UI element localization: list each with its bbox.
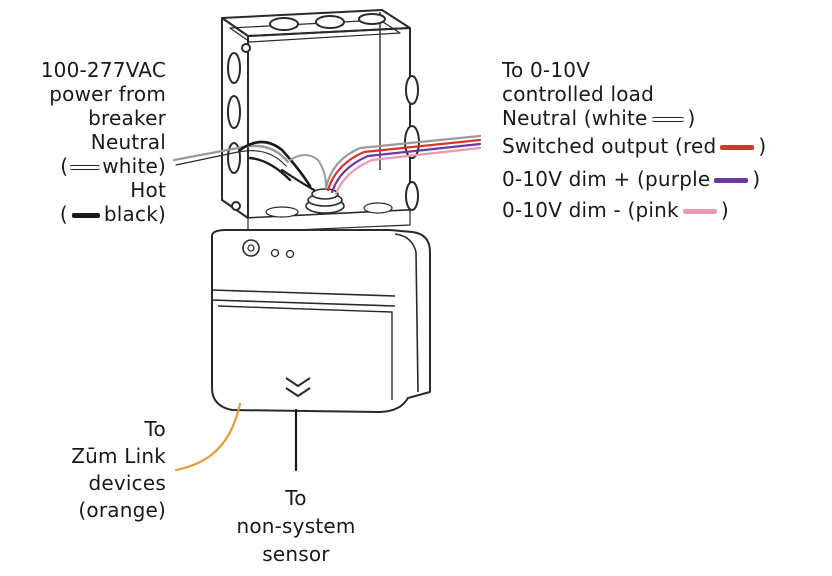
black-wire-swatch xyxy=(71,213,100,218)
paren-close: ) xyxy=(687,106,696,130)
dim-minus-text: 0-10V dim - (pink xyxy=(502,198,679,222)
left-label-neutral: Neutral xyxy=(90,130,166,154)
paren-open: ( xyxy=(59,202,68,226)
left-label-neutral-white: ( white) xyxy=(0,154,166,178)
label-white: white) xyxy=(102,154,166,178)
zum-link-label-block: To Zūm Link devices (orange) xyxy=(0,416,166,524)
paren-open: ( xyxy=(60,154,69,178)
left-label-block: 100-277VAC power from breaker Neutral ( w… xyxy=(0,58,166,226)
white-wire-swatch xyxy=(651,117,684,122)
zum-label-name: Zūm Link xyxy=(71,444,166,468)
paren-close: ) xyxy=(752,167,761,191)
switched-text: Switched output (red xyxy=(502,134,717,158)
right-label-neutral: Neutral (white) xyxy=(502,106,766,130)
sensor-label-to: To xyxy=(285,486,307,510)
purple-wire-swatch xyxy=(714,178,749,183)
incoming-wires xyxy=(172,140,327,192)
left-label-hot-black: ( black) xyxy=(0,202,166,226)
zum-label-devices: devices xyxy=(88,471,166,495)
sensor-label-nonsystem: non-system xyxy=(236,514,356,538)
right-label-dim-plus: 0-10V dim + (purple) xyxy=(502,167,766,191)
white-wire-swatch xyxy=(70,165,101,170)
left-label-hot: Hot xyxy=(130,178,166,202)
zum-label-orange: (orange) xyxy=(78,498,166,522)
junction-box xyxy=(221,9,420,233)
neutral-text: Neutral (white xyxy=(502,106,648,130)
pink-wire-swatch xyxy=(682,209,717,214)
conduit-nut xyxy=(305,188,345,214)
right-label-to-load: To 0-10V xyxy=(502,58,591,82)
red-wire-swatch xyxy=(720,145,755,150)
right-label-controlled-load: controlled load xyxy=(502,82,654,106)
right-label-switched: Switched output (red) xyxy=(502,134,766,158)
label-black: black) xyxy=(103,202,166,226)
right-label-dim-minus: 0-10V dim - (pink) xyxy=(502,198,766,222)
left-label-voltage: 100-277VAC xyxy=(40,58,166,82)
outgoing-wires xyxy=(324,134,482,196)
left-label-power: power from xyxy=(49,82,166,106)
right-label-block: To 0-10V controlled load Neutral (white)… xyxy=(502,58,766,222)
controller-device xyxy=(211,229,431,413)
paren-close: ) xyxy=(758,134,767,158)
zum-label-to: To xyxy=(144,417,166,441)
dim-plus-text: 0-10V dim + (purple xyxy=(502,167,711,191)
paren-close: ) xyxy=(720,198,729,222)
sensor-label-block: To non-system sensor xyxy=(226,484,366,568)
orange-wire xyxy=(174,402,242,472)
sensor-label-sensor: sensor xyxy=(262,542,330,566)
left-label-breaker: breaker xyxy=(88,106,166,130)
